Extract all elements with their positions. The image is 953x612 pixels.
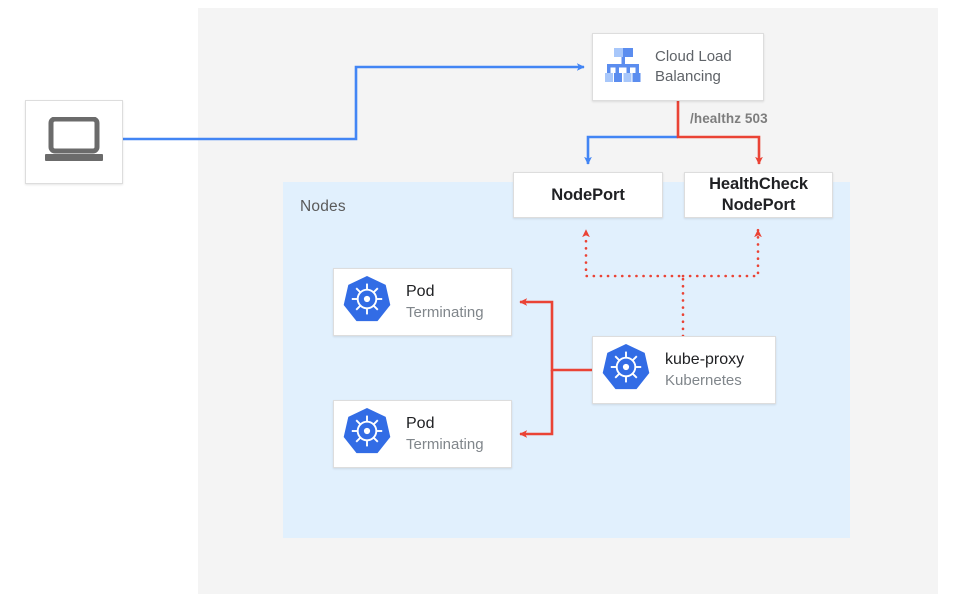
cloud-load-balancing-label-line2: Balancing bbox=[655, 68, 721, 85]
pod-node-2: Pod Terminating bbox=[333, 400, 512, 468]
healthcheck-nodeport-label-line2: NodePort bbox=[721, 196, 796, 214]
cloud-load-balancing-label-line1: Cloud Load bbox=[655, 48, 732, 65]
pod-2-title: Pod bbox=[406, 415, 435, 432]
cloud-load-balancing-icon bbox=[601, 43, 645, 92]
pod-1-text: Pod Terminating bbox=[406, 281, 484, 323]
client-node bbox=[25, 100, 123, 184]
kube-proxy-node: kube-proxy Kubernetes bbox=[592, 336, 776, 404]
pod-node-1: Pod Terminating bbox=[333, 268, 512, 336]
nodeport-node: NodePort bbox=[513, 172, 663, 218]
kubernetes-icon bbox=[340, 405, 394, 464]
pod-2-text: Pod Terminating bbox=[406, 413, 484, 455]
pod-1-status: Terminating bbox=[406, 304, 484, 321]
healthcheck-nodeport-node: HealthCheck NodePort bbox=[684, 172, 833, 218]
healthcheck-nodeport-label-line1: HealthCheck bbox=[709, 175, 808, 193]
healthz-edge-label: /healthz 503 bbox=[690, 111, 768, 126]
kubernetes-icon bbox=[599, 341, 653, 400]
pod-2-status: Terminating bbox=[406, 436, 484, 453]
healthcheck-nodeport-label: HealthCheck NodePort bbox=[709, 174, 808, 216]
pod-1-title: Pod bbox=[406, 283, 435, 300]
kubernetes-icon bbox=[340, 273, 394, 332]
nodes-region-label: Nodes bbox=[300, 198, 346, 215]
laptop-icon bbox=[43, 116, 105, 168]
cloud-load-balancing-node: Cloud Load Balancing bbox=[592, 33, 764, 101]
cloud-load-balancing-label: Cloud Load Balancing bbox=[655, 47, 732, 87]
kube-proxy-title: kube-proxy bbox=[665, 351, 745, 368]
kube-proxy-text: kube-proxy Kubernetes bbox=[665, 349, 744, 391]
kube-proxy-subtitle: Kubernetes bbox=[665, 372, 742, 389]
nodeport-label: NodePort bbox=[551, 185, 625, 204]
